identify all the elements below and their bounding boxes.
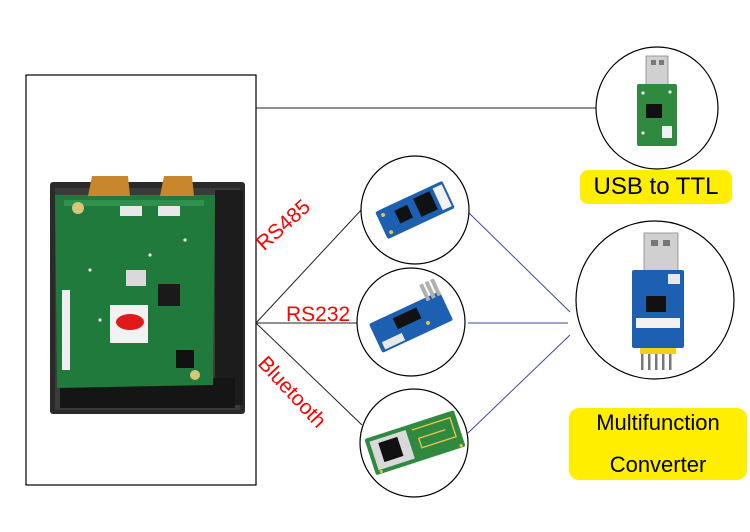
line-bluetooth-to-converter: [467, 334, 571, 434]
converter-text: Converter: [609, 452, 707, 477]
line-to-rs485: [255, 207, 364, 324]
usb-to-ttl-module: [595, 46, 719, 170]
line-to-bluetooth: [255, 322, 363, 426]
multifunction-text: Multifunction: [596, 410, 720, 435]
bluetooth-module: [359, 388, 469, 498]
multifunction-converter-module: [575, 220, 735, 380]
rs232-module: [356, 267, 466, 377]
usb-to-ttl-label: USB to TTL: [580, 170, 732, 204]
multifunction-converter-label: Multifunction Converter: [569, 408, 747, 480]
laser-sensor-module-image: [50, 176, 245, 414]
usb-to-ttl-text: USB to TTL: [593, 173, 719, 200]
rs485-module: [360, 155, 470, 265]
rs232-label: RS232: [286, 303, 351, 326]
line-rs485-to-converter: [467, 211, 571, 313]
